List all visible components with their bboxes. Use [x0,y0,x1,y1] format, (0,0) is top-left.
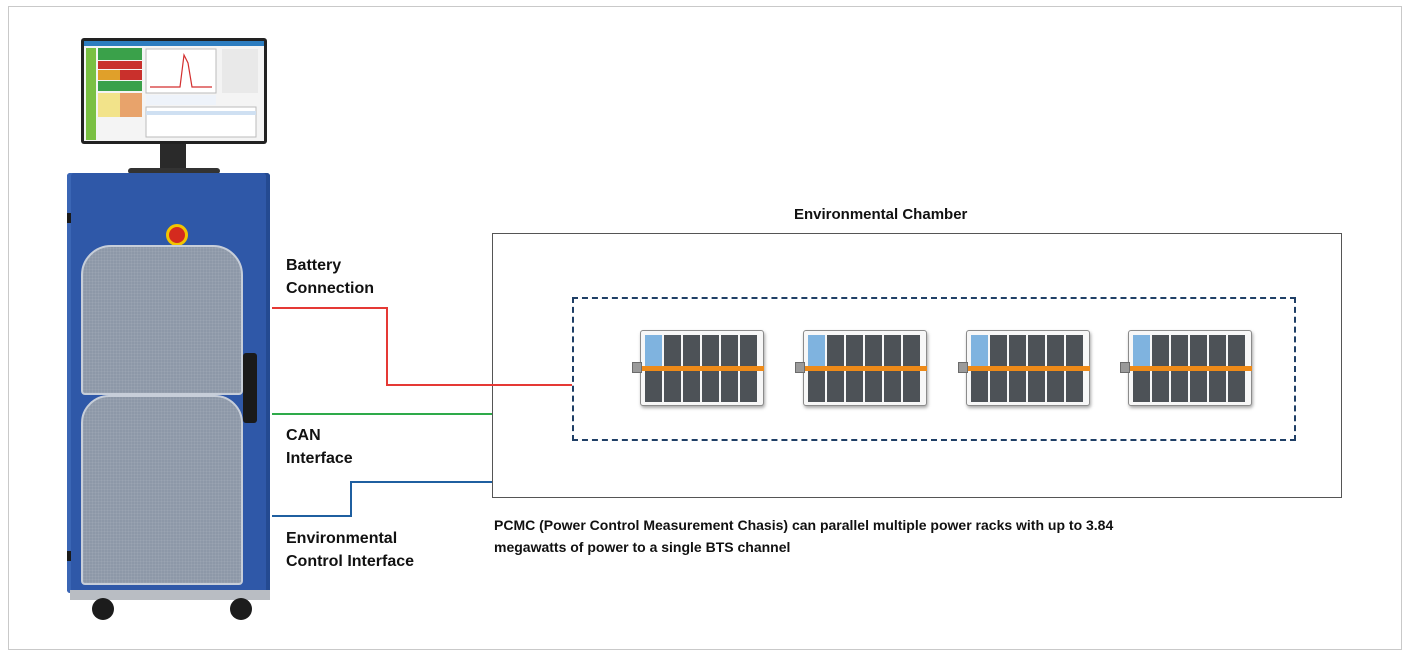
environmental-control-wire [272,481,492,517]
power-rack [1120,330,1252,406]
battery-connection-label: Battery Connection [286,254,374,300]
connector-icon [632,362,642,373]
caster-wheel-icon [92,598,114,620]
caster-wheel-icon [230,598,252,620]
battery-connection-wire [272,307,572,386]
power-rack [795,330,927,406]
connector-icon [1120,362,1130,373]
emergency-stop-icon [166,224,188,246]
door-handle [243,353,257,423]
can-interface-label-line1: CAN [286,427,321,444]
can-interface-label: CAN Interface [286,424,353,470]
monitor-screen [84,41,264,141]
power-bus [797,366,927,371]
diagram-frame [8,6,1402,650]
monitor [81,38,267,144]
power-bus [1122,366,1252,371]
monitor-stand-base [128,168,220,174]
can-interface-label-line2: Interface [286,450,353,467]
chamber-title: Environmental Chamber [794,206,968,223]
screen-ui-graphic [84,41,264,140]
caption: PCMC (Power Control Measurement Chasis) … [494,514,1113,558]
door-hinge-icon [67,551,71,561]
cabinet-body [67,173,270,593]
connector-icon [958,362,968,373]
power-rack [958,330,1090,406]
upper-mesh-panel [81,245,243,395]
caption-line1: PCMC (Power Control Measurement Chasis) … [494,517,1114,533]
caption-line2: megawatts of power to a single BTS chann… [494,539,791,555]
cabinet-base [70,590,270,600]
power-rack [632,330,764,406]
connector-icon [795,362,805,373]
power-bus [634,366,764,371]
power-bus [960,366,1090,371]
environmental-control-label: Environmental Control Interface [286,527,414,573]
environmental-control-label-line2: Control Interface [286,553,415,570]
battery-connection-label-line1: Battery [286,257,342,274]
door-hinge-icon [67,213,71,223]
battery-connection-label-line2: Connection [286,280,374,297]
power-rack-group [572,297,1296,441]
lower-mesh-panel [81,395,243,585]
environmental-control-label-line1: Environmental [286,530,398,547]
monitor-stand [160,144,186,170]
